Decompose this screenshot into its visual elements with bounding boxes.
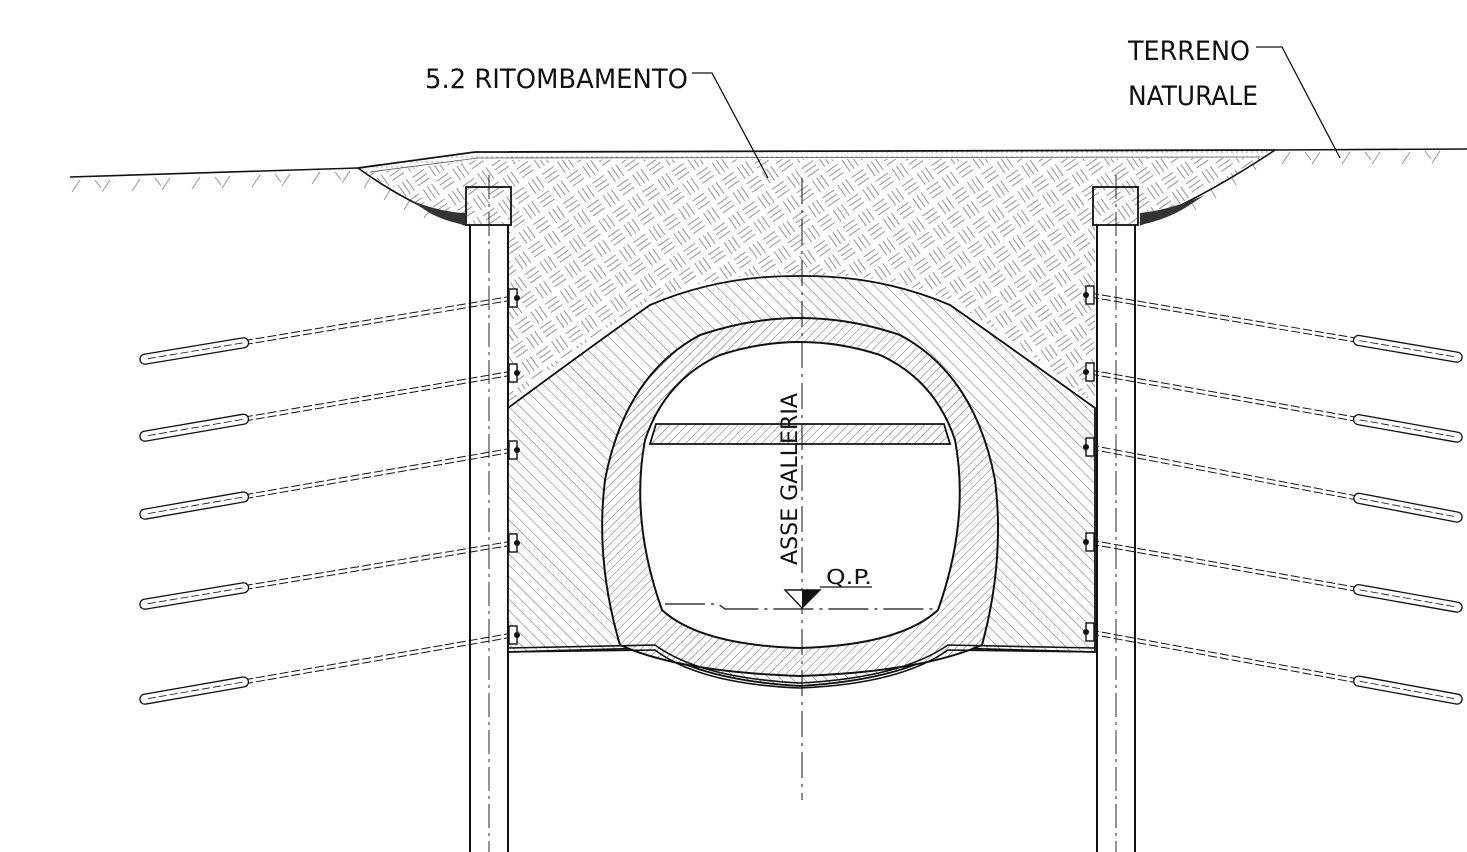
level-line: [665, 586, 938, 610]
left-anchor-1: [139, 288, 520, 365]
natural-ground-label-line2: NATURALE: [1128, 81, 1258, 112]
left-pile: [465, 175, 512, 852]
right-pile: [1092, 175, 1139, 852]
label-leaders: [692, 46, 1341, 179]
backfill-label: 5.2 RITOMBAMENTO: [425, 64, 688, 95]
tunnel-axis-label: ASSE GALLERIA: [778, 392, 803, 565]
right-anchor-3: [1083, 437, 1463, 523]
natural-ground-label-line1: TERRENO: [1127, 36, 1250, 67]
right-anchor-2: [1083, 362, 1463, 443]
right-anchor-1: [1083, 285, 1463, 363]
left-anchor-2: [139, 363, 520, 442]
right-anchor-4: [1083, 532, 1463, 613]
level-mark-label: Q.P.: [826, 565, 872, 589]
base-slab: [507, 644, 1096, 689]
left-anchor-4: [139, 533, 520, 610]
right-anchor-5: [1083, 622, 1463, 705]
left-anchor-3: [139, 440, 520, 520]
ground-anchors: [139, 285, 1463, 705]
tunnel-lining: [601, 316, 1000, 678]
left-anchor-5: [139, 625, 520, 705]
backfill-fill: [357, 149, 1276, 405]
